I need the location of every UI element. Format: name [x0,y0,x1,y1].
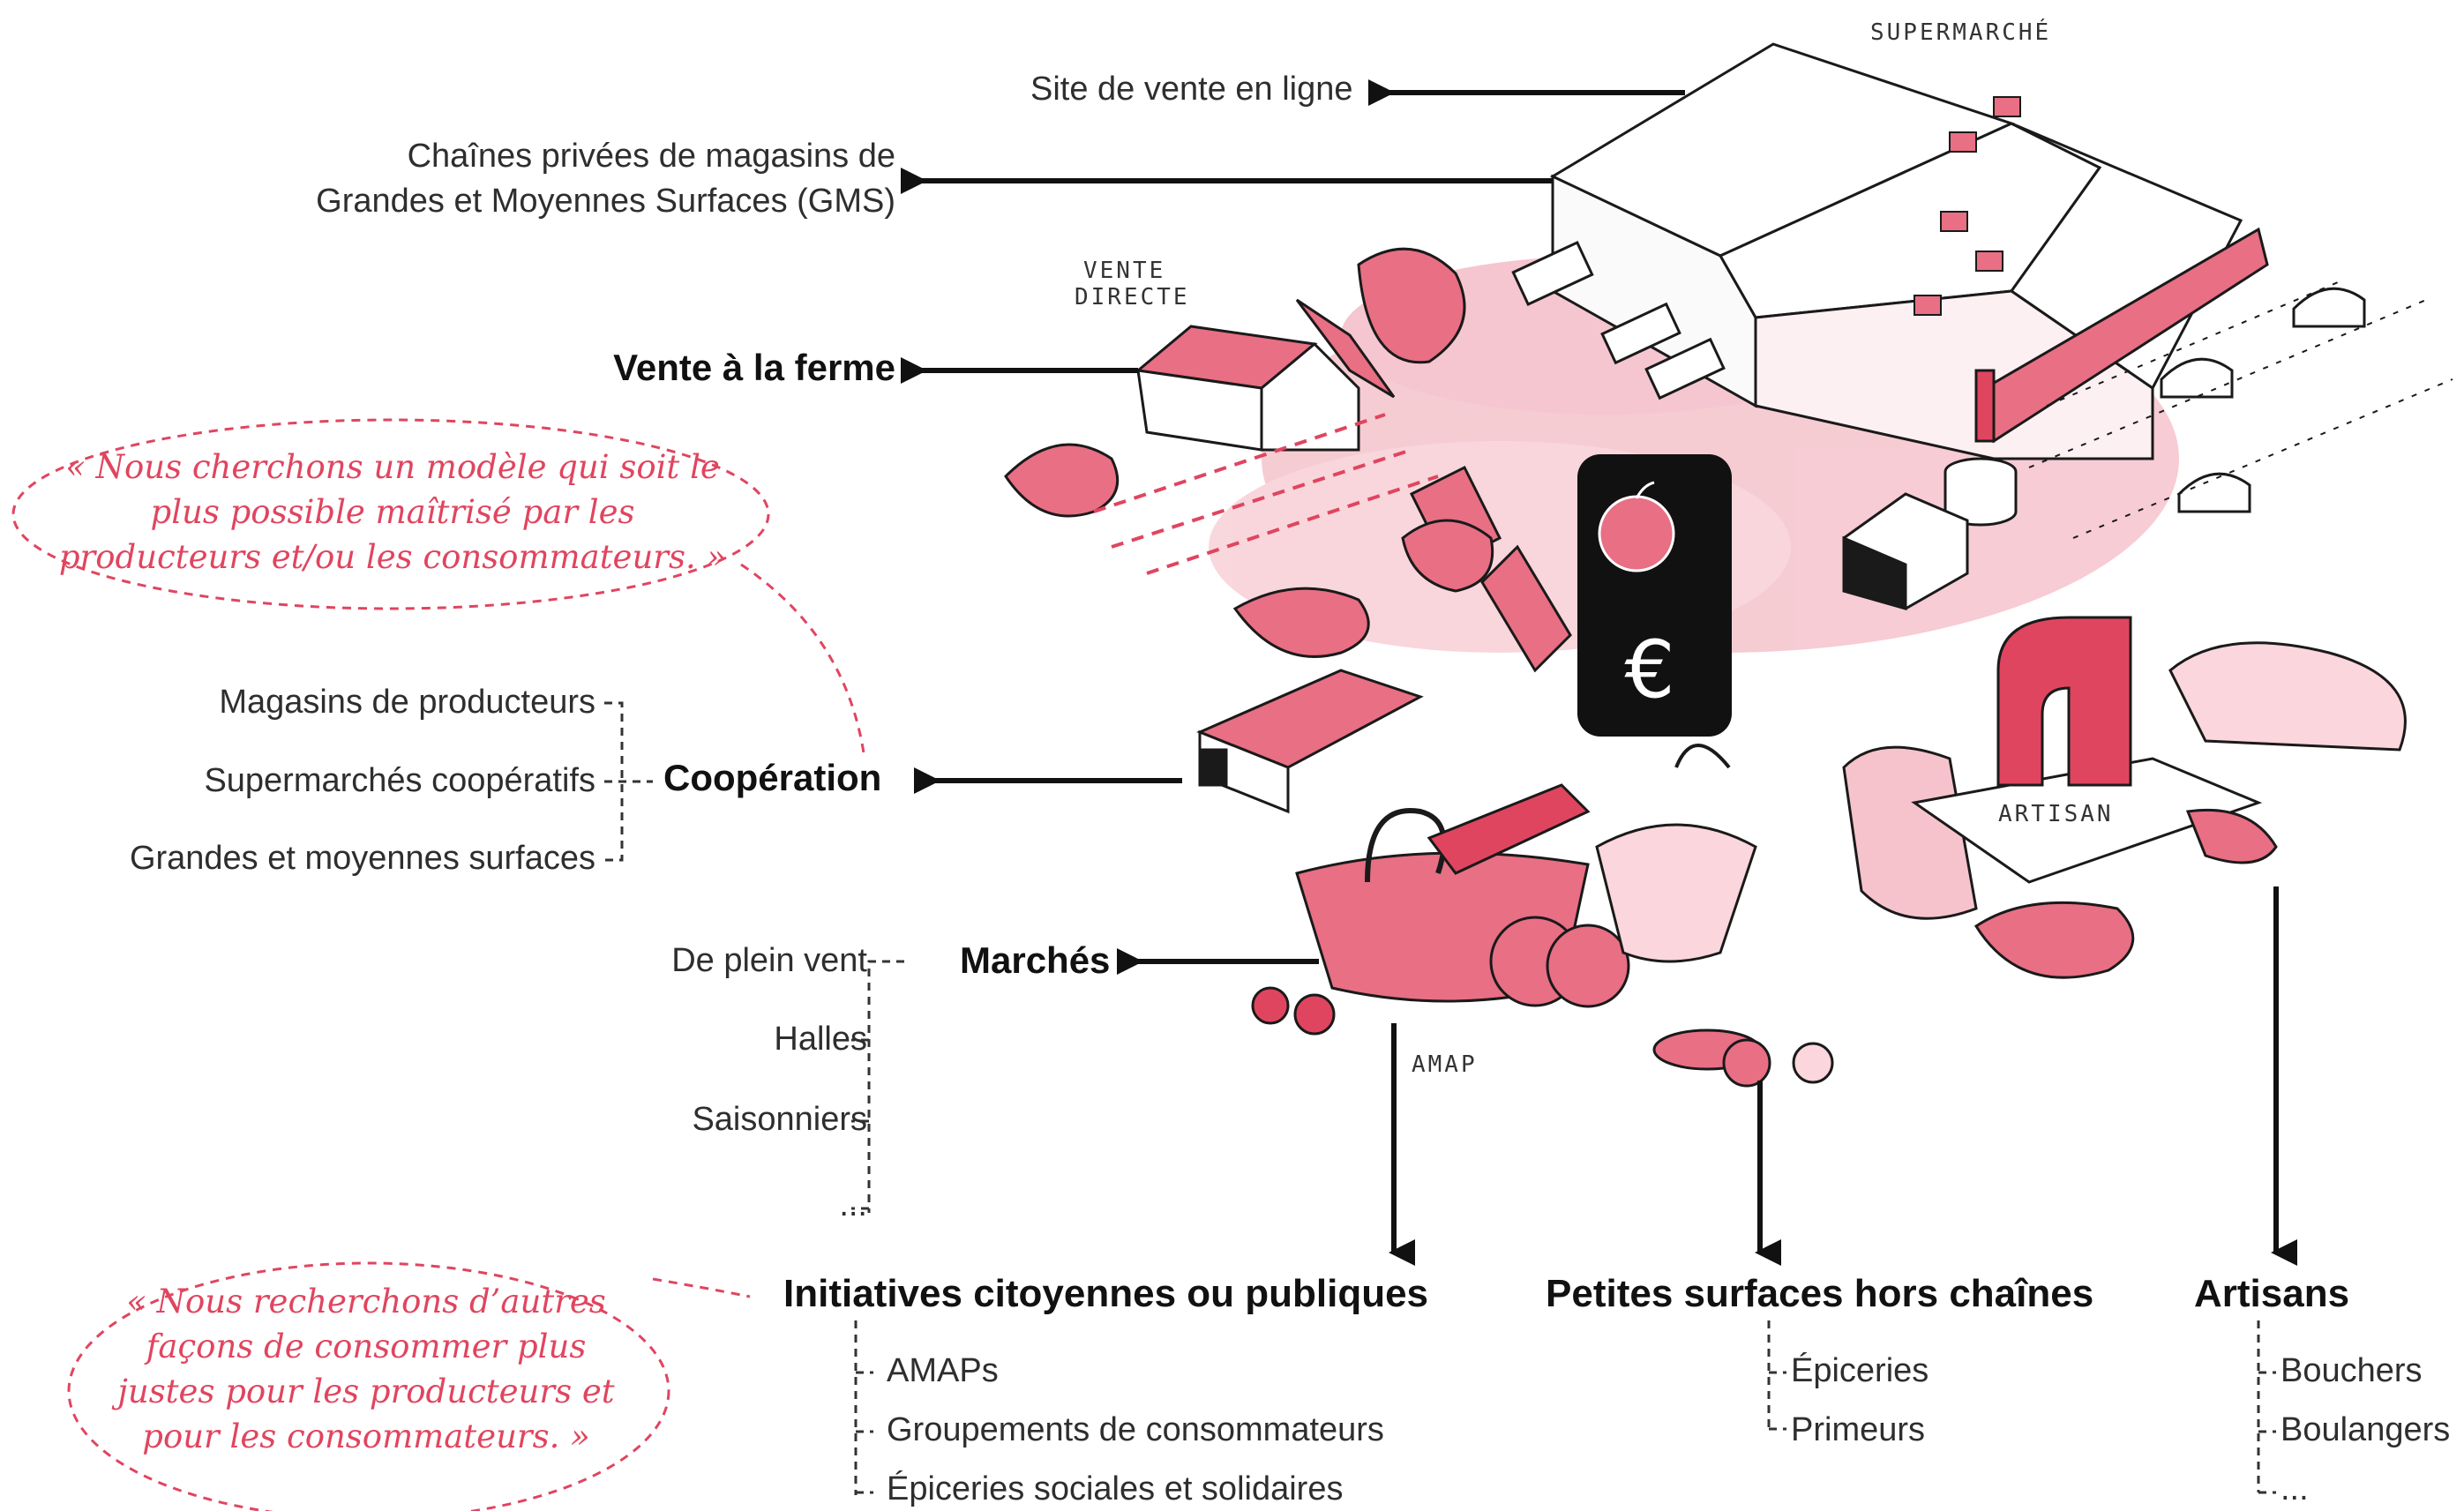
quote-bubble-2: « Nous recherchons d’autres façons de co… [117,1283,615,1455]
initiatives-item-2: Groupements de consommateurs [887,1411,1384,1448]
marches-item-1: De plein vent [671,942,867,979]
supermarche-label: SUPERMARCHÉ [1870,19,2052,46]
site-vente-label: Site de vente en ligne [1030,71,1353,108]
marches-item-2: Halles [774,1021,867,1058]
farm [1004,247,1572,814]
petites-surfaces-item-1: Épiceries [1791,1352,1929,1389]
coop-item-3: Grandes et moyennes surfaces [129,840,595,877]
artisan-stall [1842,616,2407,979]
connector-arrows [901,79,2297,1266]
initiatives-item-1: AMAPs [887,1352,999,1389]
coop-item-1: Magasins de producteurs [219,684,595,721]
amap-label: AMAP [1412,1051,1478,1078]
parking [2028,281,2453,539]
trucks [1511,240,1726,400]
silo [1842,457,2018,610]
marches-item-3: Saisonniers [692,1101,867,1138]
marches-title: Marchés [960,939,1111,981]
initiatives-title: Initiatives citoyennes ou publiques [783,1272,1429,1315]
artisans-item-1: Bouchers [2281,1352,2423,1389]
vente-directe-label-2: DIRECTE [1075,284,1190,310]
artisans-title: Artisans [2194,1272,2350,1315]
initiatives-item-3: Épiceries sociales et solidaires [887,1470,1344,1507]
vente-ferme-label: Vente à la ferme [613,347,895,388]
artisan-label: ARTISAN [1998,801,2114,827]
cooperation-title: Coopération [663,757,882,798]
petites-surfaces-item-2: Primeurs [1791,1411,1926,1448]
coop-item-2: Supermarchés coopératifs [204,762,595,799]
vente-directe-label-1: VENTE [1083,258,1166,284]
artisans-item-2: Boulangers [2281,1411,2451,1448]
market-basket [1251,744,1834,1088]
artisans-item-3: ... [2281,1470,2309,1507]
payment-terminal: € [1577,454,1732,737]
chaines-label-line1: Chaînes privées de magasins de [407,138,895,175]
svg-text:€: € [1624,624,1674,716]
quote-bubble-1: « Nous cherchons un modèle qui soit le p… [58,448,727,576]
speech-bubbles [11,418,866,1511]
dashed-brackets [604,701,2276,1495]
petites-surfaces-title: Petites surfaces hors chaînes [1546,1272,2094,1315]
chaines-label-line2: Grandes et Moyennes Surfaces (GMS) [316,183,895,220]
marches-item-4: ... [839,1186,867,1223]
supermarket-building [1549,42,2269,460]
